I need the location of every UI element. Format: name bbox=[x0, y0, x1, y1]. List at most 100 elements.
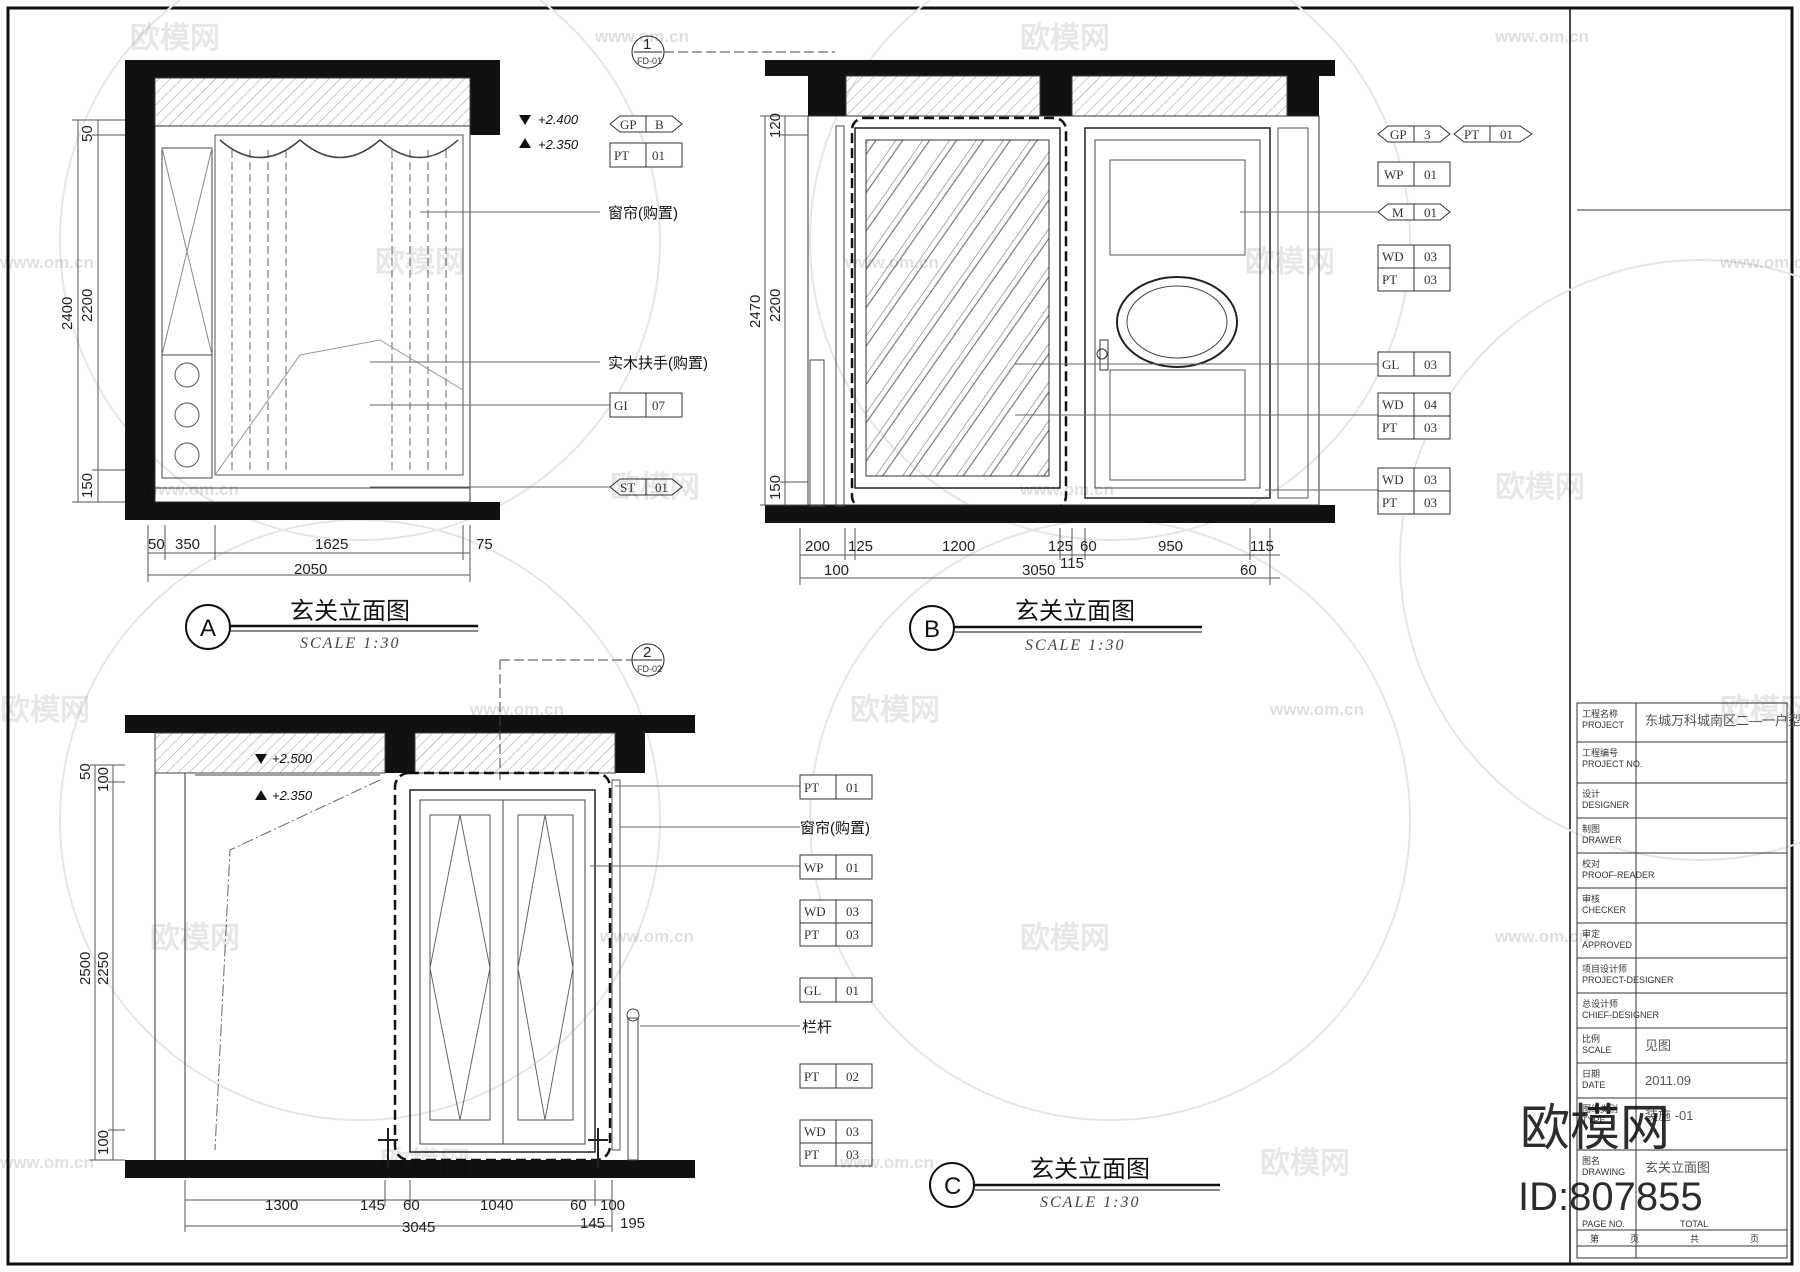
tb-label-cn: 校对 bbox=[1582, 858, 1600, 869]
svg-text:01: 01 bbox=[652, 148, 665, 163]
ceiling-hatch-a bbox=[154, 77, 471, 127]
svg-text:01: 01 bbox=[1500, 127, 1513, 142]
svg-text:01: 01 bbox=[655, 480, 668, 495]
svg-text:WP: WP bbox=[1384, 167, 1404, 182]
door-oval-b bbox=[1116, 276, 1238, 368]
hdim-c-145a: 145 bbox=[360, 1197, 385, 1214]
svg-text:03: 03 bbox=[846, 904, 859, 919]
hdim-b-1200: 1200 bbox=[942, 538, 975, 555]
hdim-b-115a: 115 bbox=[1250, 538, 1274, 555]
svg-text:欧模网: 欧模网 bbox=[610, 471, 700, 504]
railing-c bbox=[627, 1017, 639, 1161]
svg-text:03: 03 bbox=[846, 1147, 859, 1162]
hdim-b-100: 100 bbox=[824, 562, 849, 579]
stamp-brand: 欧模网 bbox=[1520, 1100, 1670, 1156]
view-title-c: 玄关立面图 bbox=[1030, 1156, 1150, 1183]
elevation-b: GP 3 PT 01 WP 01 M 01 WD 03 PT bbox=[631, 35, 1533, 654]
vdim-c-100b: 100 bbox=[95, 1130, 112, 1155]
tb-label-en: SCALE bbox=[1582, 1045, 1612, 1055]
svg-text:www.om.cn: www.om.cn bbox=[1494, 927, 1589, 946]
svg-text:M: M bbox=[1392, 205, 1404, 220]
level-c-1: +2.500 bbox=[272, 751, 313, 766]
svg-text:欧模网: 欧模网 bbox=[150, 922, 240, 955]
tb-label-en: PROJECT bbox=[1582, 720, 1625, 730]
tag-b-wp-01: WP 01 bbox=[1377, 161, 1451, 187]
svg-text:www.om.cn: www.om.cn bbox=[599, 927, 694, 946]
tb-label-cn: 日期 bbox=[1582, 1069, 1600, 1079]
svg-text:www.om.cn: www.om.cn bbox=[1494, 27, 1589, 46]
view-title-b: 玄关立面图 bbox=[1015, 598, 1135, 625]
svg-text:FD-02: FD-02 bbox=[637, 664, 662, 674]
tb-gong: 共 bbox=[1690, 1234, 1699, 1244]
svg-text:03: 03 bbox=[1424, 249, 1437, 264]
hdim-a-1625: 1625 bbox=[315, 536, 348, 553]
sheet-border bbox=[6, 6, 1794, 1266]
hdim-c-195: 195 bbox=[620, 1215, 645, 1232]
svg-text:01: 01 bbox=[846, 860, 859, 875]
hdim-a-2050: 2050 bbox=[294, 561, 327, 578]
view-scale-a: SCALE 1:30 bbox=[300, 635, 400, 652]
tb-value: 2011.09 bbox=[1645, 1073, 1691, 1088]
vdim-a-50: 50 bbox=[79, 125, 96, 142]
tag-c-wp-01: WP 01 bbox=[799, 854, 873, 880]
svg-text:3: 3 bbox=[1424, 127, 1431, 142]
vdim-a-150: 150 bbox=[79, 473, 96, 498]
vdim-c-100a: 100 bbox=[95, 767, 112, 792]
vdim-c-2500: 2500 bbox=[77, 952, 94, 985]
svg-text:www.om.cn: www.om.cn bbox=[0, 253, 94, 272]
tb-label-cn: 设计 bbox=[1582, 788, 1600, 799]
svg-text:03: 03 bbox=[1424, 272, 1437, 287]
elevation-a: +2.400 +2.350 GP B PT 01 窗帘(购置) 实木扶手(购置)… bbox=[59, 60, 708, 652]
hdim-c-3045: 3045 bbox=[402, 1219, 435, 1236]
svg-text:www.om.cn: www.om.cn bbox=[0, 1153, 94, 1172]
svg-text:PT: PT bbox=[1464, 127, 1479, 142]
svg-text:欧模网: 欧模网 bbox=[130, 22, 220, 55]
tb-label-en: CHECKER bbox=[1582, 905, 1627, 915]
hdim-b-200: 200 bbox=[805, 538, 830, 555]
tag-c-wd03-pt03-b: WD 03 PT 03 bbox=[799, 1119, 873, 1167]
svg-text:04: 04 bbox=[1424, 397, 1438, 412]
svg-text:www.om.cn: www.om.cn bbox=[469, 700, 564, 719]
svg-text:01: 01 bbox=[1424, 167, 1437, 182]
tb-label-cn: 审核 bbox=[1582, 893, 1600, 904]
svg-text:PT: PT bbox=[804, 927, 819, 942]
tag-b-gl-03: GL 03 bbox=[1377, 351, 1451, 377]
tb-label-cn: 审定 bbox=[1582, 928, 1600, 939]
door-c bbox=[409, 789, 596, 1153]
tb-label-cn: 项目设计师 bbox=[1582, 963, 1627, 974]
hdim-b-125a: 125 bbox=[848, 538, 873, 555]
vdim-b-2200: 2200 bbox=[767, 289, 784, 322]
vdim-a-2400: 2400 bbox=[59, 297, 76, 330]
tag-b-m-01: M 01 bbox=[1377, 203, 1451, 221]
svg-text:欧模网: 欧模网 bbox=[1720, 694, 1800, 727]
svg-text:PT: PT bbox=[614, 148, 629, 163]
svg-text:03: 03 bbox=[1424, 357, 1437, 372]
hdim-b-3050: 3050 bbox=[1022, 562, 1055, 579]
lattice-screen-b bbox=[854, 127, 1061, 489]
level-a-1: +2.400 bbox=[538, 112, 579, 127]
svg-text:WD: WD bbox=[1382, 249, 1404, 264]
svg-text:欧模网: 欧模网 bbox=[380, 1147, 470, 1180]
tb-label-en: DRAWER bbox=[1582, 835, 1622, 845]
tb-label-cn: 比例 bbox=[1582, 1033, 1600, 1044]
svg-text:欧模网: 欧模网 bbox=[1495, 471, 1585, 504]
tb-label-en: DRAWING bbox=[1582, 1167, 1625, 1177]
svg-text:07: 07 bbox=[652, 398, 666, 413]
tb-label-en: CHIEF-DESIGNER bbox=[1582, 1010, 1660, 1020]
window-a bbox=[214, 134, 464, 476]
tb-label-cn: 工程编号 bbox=[1582, 747, 1618, 758]
svg-text:PT: PT bbox=[804, 1147, 819, 1162]
note-curtain-c: 窗帘(购置) bbox=[800, 819, 870, 837]
tb-label-en: TYPE bbox=[1582, 1115, 1606, 1125]
tb-value: 装施 -01 bbox=[1645, 1108, 1693, 1123]
svg-text:GP: GP bbox=[1390, 127, 1407, 142]
hdim-b-115b: 115 bbox=[1060, 555, 1084, 572]
svg-text:GI: GI bbox=[614, 398, 628, 413]
hdim-c-1300: 1300 bbox=[265, 1197, 298, 1214]
level-c-2: +2.350 bbox=[272, 788, 313, 803]
tb-value: 玄关立面图 bbox=[1645, 1160, 1710, 1175]
tb-value: 东城万科城南区二—一户型 bbox=[1645, 713, 1800, 728]
svg-text:B: B bbox=[924, 616, 940, 643]
tag-a-gp-b: GP B bbox=[609, 115, 683, 133]
